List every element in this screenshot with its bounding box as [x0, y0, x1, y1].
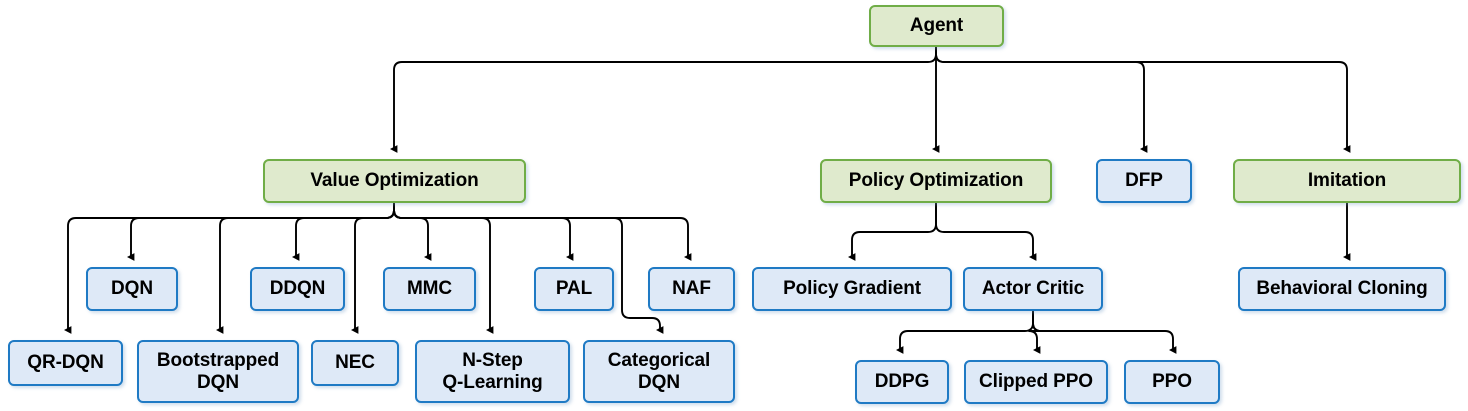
node-naf[interactable]: NAF [648, 267, 735, 311]
node-categorical-dqn[interactable]: Categorical DQN [583, 340, 735, 403]
node-label: Behavioral Cloning [1256, 278, 1428, 300]
node-label: PAL [555, 278, 593, 300]
node-imitation[interactable]: Imitation [1233, 159, 1461, 203]
node-ddpg[interactable]: DDPG [855, 360, 949, 404]
node-label: Agent [909, 15, 964, 37]
node-label: PPO [1152, 371, 1192, 393]
node-label: Imitation [1307, 170, 1387, 192]
node-label: Policy Gradient [783, 278, 921, 300]
node-label: NAF [672, 278, 711, 300]
node-bootstrapped-dqn[interactable]: Bootstrapped DQN [137, 340, 299, 403]
edge-value-optimization-to-mmc [393, 203, 432, 261]
edge-actor-critic-to-ddpg [896, 311, 1034, 354]
node-clipped-ppo[interactable]: Clipped PPO [964, 360, 1108, 404]
edge-actor-critic-to-clipped-ppo [1028, 311, 1042, 354]
node-n-step-q-learning[interactable]: N-Step Q-Learning [415, 340, 570, 403]
node-label: DQN [111, 278, 153, 300]
node-label: DDPG [874, 371, 930, 393]
edge-value-optimization-to-pal [393, 203, 574, 261]
edge-value-optimization-to-ddqn [292, 203, 395, 261]
edge-agent-to-value-optimization [390, 47, 937, 153]
node-pal[interactable]: PAL [534, 267, 614, 311]
node-label: Clipped PPO [979, 371, 1093, 393]
edge-actor-critic-to-ppo [1032, 311, 1177, 354]
node-policy-gradient[interactable]: Policy Gradient [752, 267, 952, 311]
node-nec[interactable]: NEC [311, 340, 399, 386]
node-label: MMC [406, 278, 453, 300]
node-ppo[interactable]: PPO [1124, 360, 1220, 404]
edge-value-optimization-to-dqn [127, 203, 395, 261]
edge-agent-to-dfp [935, 47, 1148, 153]
node-label: Policy Optimization [848, 170, 1024, 192]
node-label: Value Optimization [310, 170, 479, 192]
node-label: NEC [335, 352, 375, 374]
node-actor-critic[interactable]: Actor Critic [963, 267, 1103, 311]
node-policy-optimization[interactable]: Policy Optimization [820, 159, 1052, 203]
node-dfp[interactable]: DFP [1096, 159, 1192, 203]
node-label: Actor Critic [981, 278, 1085, 300]
node-mmc[interactable]: MMC [383, 267, 476, 311]
edge-policy-optimization-to-policy-gradient [848, 203, 937, 261]
node-label: DDQN [269, 278, 326, 300]
node-label: Categorical DQN [607, 350, 711, 393]
node-label: Bootstrapped DQN [156, 350, 280, 393]
node-dqn[interactable]: DQN [86, 267, 178, 311]
node-agent[interactable]: Agent [869, 5, 1004, 47]
node-label: QR-DQN [27, 352, 104, 374]
node-ddqn[interactable]: DDQN [250, 267, 345, 311]
node-label: N-Step Q-Learning [442, 350, 543, 393]
node-qr-dqn[interactable]: QR-DQN [8, 340, 123, 386]
node-label: DFP [1125, 170, 1163, 192]
node-behavioral-cloning[interactable]: Behavioral Cloning [1238, 267, 1446, 311]
node-value-optimization[interactable]: Value Optimization [263, 159, 526, 203]
edge-policy-optimization-to-actor-critic [935, 203, 1037, 261]
edge-value-optimization-to-naf [393, 203, 692, 261]
edge-agent-to-imitation [935, 47, 1351, 153]
